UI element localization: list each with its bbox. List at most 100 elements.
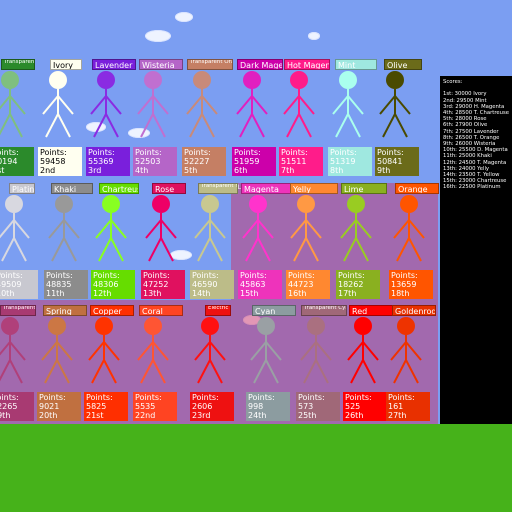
points-box: Points:4950910th — [0, 270, 38, 299]
stick-figure — [194, 195, 226, 262]
stick-limb — [408, 237, 422, 262]
stick-figure — [88, 317, 120, 384]
points-label: Points: — [338, 271, 365, 280]
points-label: Points: — [192, 393, 219, 402]
scoreboard-entry: 12th: 24500 T. Magenta — [443, 159, 507, 166]
stick-limb — [257, 237, 271, 262]
player-name-tag: Wisteria — [139, 59, 183, 70]
stick-head — [307, 317, 325, 335]
stick-limb — [335, 113, 349, 138]
stick-figure — [90, 71, 122, 138]
stick-limb — [44, 359, 58, 384]
stick-head — [354, 317, 372, 335]
stick-limb — [140, 359, 154, 384]
points-label: Points: — [0, 148, 19, 157]
stick-limb — [9, 359, 23, 384]
stick-head — [297, 195, 315, 213]
stick-limb — [57, 95, 74, 115]
stick-limb — [63, 219, 80, 239]
stick-figure — [0, 195, 30, 262]
points-value: 18262 — [338, 280, 364, 289]
stick-limb — [0, 113, 11, 136]
player-name-tag: Red — [349, 305, 393, 316]
points-label: Points: — [0, 393, 19, 402]
stick-limb — [56, 359, 70, 384]
player-name-tag: Transparent Magenta — [0, 305, 36, 316]
placement-label: 11th — [46, 289, 65, 298]
points-label: Points: — [288, 271, 315, 280]
player-name-tag: Mint — [335, 59, 377, 70]
points-box: Points:101941st — [0, 147, 34, 176]
scoreboard-entry: 7th: 27500 Lavender — [443, 128, 499, 135]
player-name-tag: Dark Magenta — [237, 59, 283, 70]
stick-figure — [393, 195, 425, 262]
scoreboard-entry: 14th: 23500 T. Yellow — [443, 172, 500, 179]
player-name-tag: Cyan — [252, 305, 296, 316]
player-name-tag: Yelly — [290, 183, 338, 194]
points-label: Points: — [143, 271, 170, 280]
stick-head — [1, 71, 19, 89]
stick-figure — [0, 317, 26, 384]
stick-figure — [250, 317, 282, 384]
player-name-tag: Khaki — [51, 183, 93, 194]
stick-limb — [236, 95, 253, 115]
points-value: 48306 — [93, 280, 119, 289]
player-name-tag: Transparent Yellow — [198, 183, 238, 194]
player-name-tag: Chartreuse — [99, 183, 139, 194]
points-value: 51511 — [281, 157, 307, 166]
points-value: 50841 — [377, 157, 403, 166]
placement-label: 15th — [240, 289, 259, 298]
points-label: Points: — [377, 148, 404, 157]
points-box: Points:1226519th — [0, 392, 34, 421]
player-name-tag: Olive — [384, 59, 422, 70]
stick-head — [201, 317, 219, 335]
stick-head — [5, 195, 23, 213]
stick-head — [400, 195, 418, 213]
placement-label: 1st — [0, 166, 5, 175]
stick-limb — [355, 219, 372, 239]
stick-limb — [347, 341, 364, 361]
stick-limb — [105, 95, 122, 115]
points-value: 55369 — [88, 157, 114, 166]
stick-limb — [137, 341, 154, 361]
points-label: Points: — [298, 393, 325, 402]
scoreboard-entry: 16th: 22500 Platinum — [443, 184, 501, 191]
placement-label: 16th — [288, 289, 307, 298]
cloud — [243, 315, 261, 325]
points-label: Points: — [240, 271, 267, 280]
stick-limb — [209, 219, 226, 239]
stick-limb — [209, 237, 223, 262]
stick-head — [257, 317, 275, 335]
stick-figure — [332, 71, 364, 138]
points-value: 47252 — [143, 280, 169, 289]
stick-limb — [396, 237, 410, 262]
points-label: Points: — [88, 148, 115, 157]
stick-limb — [197, 237, 211, 262]
stick-figure — [300, 317, 332, 384]
stick-limb — [98, 237, 112, 262]
placement-label: 6th — [234, 166, 248, 175]
stick-figure — [236, 71, 268, 138]
points-value: 46590 — [192, 280, 218, 289]
stick-figure — [0, 71, 26, 138]
stick-limb — [298, 113, 312, 138]
scoreboard-entry: 2nd: 29500 Mint — [443, 97, 487, 104]
cloud — [128, 128, 150, 138]
stick-head — [48, 317, 66, 335]
stick-head — [249, 195, 267, 213]
stick-limb — [394, 95, 411, 115]
scoreboard-entry: 15th: 23000 Chartreuse — [443, 178, 507, 185]
cloud — [145, 30, 171, 42]
stick-head — [102, 195, 120, 213]
